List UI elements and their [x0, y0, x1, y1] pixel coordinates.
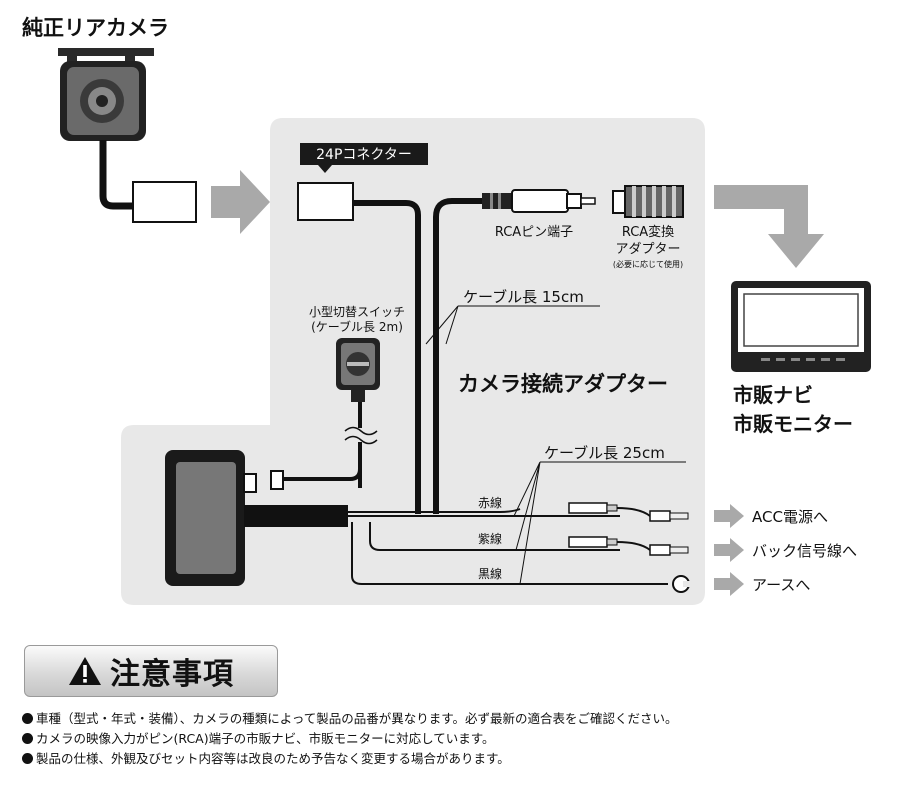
flow-arrow-right [211, 170, 270, 234]
notice-text: カメラの映像入力がピン(RCA)端子の市販ナビ、市販モニターに対応しています。 [36, 731, 495, 746]
market-navi-label-2: 市販モニター [733, 412, 853, 436]
notice-text: 製品の仕様、外観及びセット内容等は改良のため予告なく変更する場合があります。 [36, 751, 510, 766]
connector-24p-label: 24Pコネクター [316, 147, 412, 163]
acc-connector [568, 502, 689, 522]
notice-banner: 注意事項 [24, 645, 278, 697]
connector-24p-label-bg [300, 143, 428, 165]
warning-icon [69, 657, 101, 685]
rear-camera [58, 48, 154, 141]
camera-adapter-title: カメラ接続アダプター [458, 372, 668, 396]
adapter-box [165, 450, 348, 586]
rca-adapter-label-2: アダプター [615, 242, 680, 257]
rca-adapter [612, 185, 684, 218]
rca-pin-plug [482, 189, 596, 213]
notice-item: カメラの映像入力がピン(RCA)端子の市販ナビ、市販モニターに対応しています。 [22, 729, 892, 749]
wire-purple-label: 紫線 [478, 531, 502, 546]
rca-adapter-label-1: RCA変換 [622, 224, 674, 240]
market-navi-label-1: 市販ナビ [733, 383, 813, 407]
back-arrow [714, 538, 744, 562]
notice-item: 製品の仕様、外観及びセット内容等は改良のため予告なく変更する場合があります。 [22, 749, 892, 769]
ground-terminal [672, 575, 693, 593]
wire-black-label: 黒線 [478, 566, 502, 581]
bullet-icon [22, 733, 33, 744]
small-switch-label-2: (ケーブル長 2m) [311, 319, 403, 334]
notice-item: 車種（型式・年式・装備）、カメラの種類によって製品の品番が異なります。必ず最新の… [22, 709, 892, 729]
camera-plug [132, 181, 197, 223]
ground-label: アースへ [752, 576, 810, 594]
bullet-icon [22, 753, 33, 764]
flow-arrow-down [714, 185, 824, 268]
notice-list: 車種（型式・年式・装備）、カメラの種類によって製品の品番が異なります。必ず最新の… [22, 709, 892, 769]
wiring-diagram: 純正リアカメラ 24Pコネクター RCAピン端子 [22, 16, 871, 605]
rca-adapter-note: (必要に応じて使用) [613, 259, 683, 269]
cable-25-label: ケーブル長 25cm [544, 444, 665, 462]
acc-arrow [714, 504, 744, 528]
acc-label: ACC電源へ [752, 508, 828, 526]
back-label: バック信号線へ [752, 542, 857, 560]
ground-arrow [714, 572, 744, 596]
connector-24p [297, 182, 354, 221]
bullet-icon [22, 713, 33, 724]
back-connector [568, 536, 689, 556]
monitor [731, 281, 871, 372]
rca-pin-label: RCAピン端子 [495, 225, 573, 240]
adapter-panel [121, 118, 705, 605]
notice-title: 注意事項 [110, 657, 234, 692]
genuine-camera-title: 純正リアカメラ [22, 16, 169, 40]
small-switch-label-1: 小型切替スイッチ [309, 305, 405, 319]
notice-text: 車種（型式・年式・装備）、カメラの種類によって製品の品番が異なります。必ず最新の… [36, 711, 678, 726]
wire-red-label: 赤線 [478, 495, 502, 510]
small-switch [336, 338, 380, 402]
cable-15-label: ケーブル長 15cm [463, 288, 584, 306]
